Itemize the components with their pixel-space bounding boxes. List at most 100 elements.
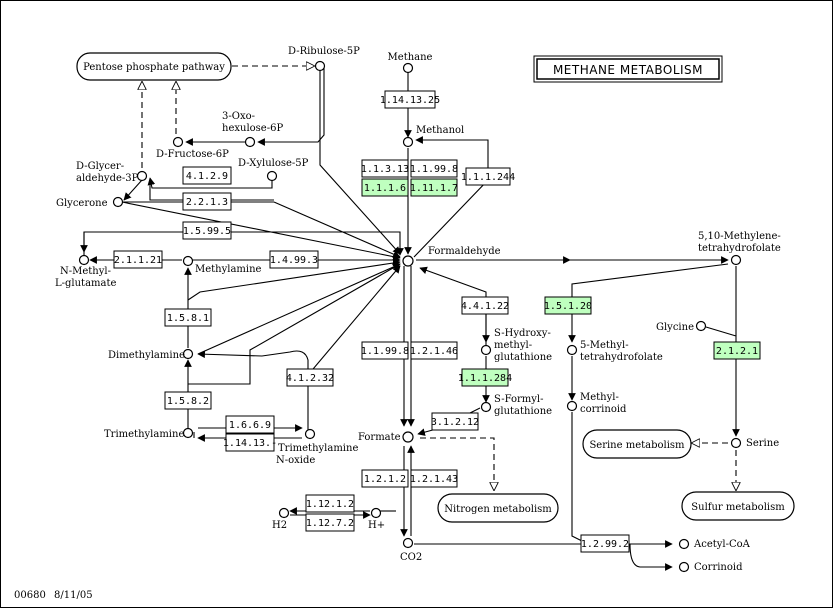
enzyme-1-1-99-8-b[interactable]: 1.1.99.8 bbox=[361, 341, 409, 360]
compound-methane[interactable]: Methane bbox=[388, 52, 433, 74]
svg-text:methyl-: methyl- bbox=[494, 340, 532, 351]
enzyme-1-2-1-46[interactable]: 1.2.1.46 bbox=[410, 341, 458, 360]
svg-text:Acetyl-CoA: Acetyl-CoA bbox=[693, 539, 751, 550]
svg-text:4.1.2.9: 4.1.2.9 bbox=[186, 171, 228, 182]
map-link-serine[interactable]: Serine metabolism bbox=[582, 429, 692, 459]
enzyme-1-2-99-2[interactable]: 1.2.99.2 bbox=[580, 534, 630, 553]
svg-text:5,10-Methylene-: 5,10-Methylene- bbox=[698, 231, 781, 242]
svg-text:Serine metabolism: Serine metabolism bbox=[589, 440, 685, 451]
diagram-footer: 00680 8/11/05 bbox=[14, 590, 93, 601]
map-link-nitrogen[interactable]: Nitrogen metabolism bbox=[437, 493, 559, 523]
svg-text:1.1.1.284: 1.1.1.284 bbox=[458, 373, 512, 384]
enzyme-1-2-1-2[interactable]: 1.2.1.2 bbox=[361, 469, 409, 488]
enzyme-1-5-8-1[interactable]: 1.5.8.1 bbox=[164, 308, 212, 327]
compound-h2[interactable]: H2 bbox=[272, 507, 290, 532]
compound-s-formylglutathione[interactable]: S-Formyl-glutathione bbox=[480, 394, 553, 417]
svg-text:1.12.1.2: 1.12.1.2 bbox=[306, 499, 354, 510]
compound-methanol[interactable]: Methanol bbox=[402, 125, 465, 148]
compound-corrinoid[interactable]: Corrinoid bbox=[678, 561, 744, 573]
enzyme-1-5-8-2[interactable]: 1.5.8.2 bbox=[164, 391, 212, 410]
svg-text:1.4.99.3: 1.4.99.3 bbox=[270, 255, 318, 266]
svg-text:1.1.1.6: 1.1.1.6 bbox=[364, 183, 406, 194]
enzyme-1-1-3-13[interactable]: 1.1.3.13 bbox=[361, 159, 409, 178]
compound-hplus[interactable]: H+ bbox=[368, 507, 385, 532]
svg-text:Methyl-: Methyl- bbox=[580, 392, 619, 403]
compound-glycine[interactable]: Glycine bbox=[656, 320, 707, 334]
enzyme-1-2-1-43[interactable]: 1.2.1.43 bbox=[410, 469, 458, 488]
compound-d-glyceraldehyde-3p[interactable]: D-Glycer-aldehyde-3P bbox=[76, 161, 148, 184]
enzyme-2-2-1-3[interactable]: 2.2.1.3 bbox=[182, 192, 232, 211]
svg-text:1.2.1.2: 1.2.1.2 bbox=[364, 474, 406, 485]
compound-dimethylamine[interactable]: Dimethylamine bbox=[108, 348, 194, 362]
compound-co2[interactable]: CO2 bbox=[400, 537, 422, 564]
compound-methyl-corrinoid[interactable]: Methyl-corrinoid bbox=[566, 392, 628, 415]
svg-text:Trimethylamine: Trimethylamine bbox=[104, 429, 184, 440]
compound-formate[interactable]: Formate bbox=[358, 431, 414, 443]
svg-text:1.14.13.25: 1.14.13.25 bbox=[380, 95, 440, 106]
enzyme-1-1-1-6[interactable]: 1.1.1.6 bbox=[361, 178, 409, 197]
enzyme-4-1-2-9[interactable]: 4.1.2.9 bbox=[182, 166, 232, 185]
compound-5-methyl-thf[interactable]: 5-Methyl-tetrahydrofolate bbox=[566, 340, 663, 363]
svg-text:2.1.2.1: 2.1.2.1 bbox=[716, 346, 758, 357]
svg-text:Methane: Methane bbox=[388, 52, 433, 63]
compound-d-ribulose-5p[interactable]: D-Ribulose-5P bbox=[288, 46, 360, 72]
enzyme-2-1-2-1[interactable]: 2.1.2.1 bbox=[713, 341, 761, 360]
enzyme-boxes: 1.14.13.25 1.1.3.13 1.1.99.8 1.1.1.6 1.1… bbox=[113, 90, 761, 553]
svg-text:H2: H2 bbox=[272, 520, 287, 531]
svg-text:Methanol: Methanol bbox=[416, 125, 464, 136]
compound-trimethylamine[interactable]: Trimethylamine bbox=[104, 427, 194, 441]
svg-text:Methylamine: Methylamine bbox=[195, 264, 262, 275]
svg-text:Formate: Formate bbox=[358, 432, 401, 443]
svg-text:N-oxide: N-oxide bbox=[276, 455, 315, 466]
compound-5-10-methylene-thf[interactable]: 5,10-Methylene-tetrahydrofolate bbox=[698, 231, 781, 266]
svg-text:1.1.3.13: 1.1.3.13 bbox=[361, 164, 409, 175]
enzyme-1-11-1-7[interactable]: 1.11.1.7 bbox=[410, 178, 458, 197]
enzyme-1-1-1-284[interactable]: 1.1.1.284 bbox=[458, 368, 512, 387]
enzyme-1-12-7-2[interactable]: 1.12.7.2 bbox=[305, 513, 355, 532]
enzyme-2-1-1-21[interactable]: 2.1.1.21 bbox=[113, 250, 163, 269]
enzyme-4-1-2-32[interactable]: 4.1.2.32 bbox=[286, 368, 334, 387]
svg-text:Sulfur metabolism: Sulfur metabolism bbox=[691, 502, 785, 513]
compound-s-hydroxymethylglutathione[interactable]: S-Hydroxy-methyl-glutathione bbox=[480, 328, 553, 363]
compound-d-fructose-6p[interactable]: D-Fructose-6P bbox=[156, 136, 229, 161]
enzyme-1-4-99-3[interactable]: 1.4.99.3 bbox=[269, 250, 319, 269]
footer-date: 8/11/05 bbox=[54, 590, 93, 601]
enzyme-1-14-13-25[interactable]: 1.14.13.25 bbox=[380, 90, 440, 109]
enzyme-1-1-1-244[interactable]: 1.1.1.244 bbox=[461, 167, 515, 186]
svg-text:H+: H+ bbox=[368, 520, 385, 531]
enzyme-1-12-1-2[interactable]: 1.12.1.2 bbox=[305, 494, 355, 513]
svg-text:Trimethylamine: Trimethylamine bbox=[278, 443, 358, 454]
svg-text:glutathione: glutathione bbox=[494, 406, 552, 417]
svg-text:tetrahydrofolate: tetrahydrofolate bbox=[698, 243, 781, 254]
svg-text:2.2.1.3: 2.2.1.3 bbox=[186, 197, 228, 208]
svg-text:3-Oxo-: 3-Oxo- bbox=[222, 111, 255, 122]
compound-3-oxo-hexulose-6p[interactable]: 3-Oxo-hexulose-6P bbox=[222, 111, 283, 148]
map-link-pentose[interactable]: Pentose phosphate pathway bbox=[76, 52, 232, 81]
reaction-lines bbox=[80, 66, 736, 571]
enzyme-1-14-13-x[interactable]: 1.14.13.- bbox=[223, 433, 277, 452]
enzyme-3-1-2-12[interactable]: 3.1.2.12 bbox=[431, 412, 479, 431]
compound-d-xylulose-5p[interactable]: D-Xylulose-5P bbox=[238, 158, 309, 182]
svg-text:1.6.6.9: 1.6.6.9 bbox=[229, 420, 271, 431]
compound-acetyl-coa[interactable]: Acetyl-CoA bbox=[678, 538, 751, 550]
svg-text:D-Fructose-6P: D-Fructose-6P bbox=[156, 149, 229, 160]
enzyme-1-6-6-9[interactable]: 1.6.6.9 bbox=[225, 415, 275, 434]
compound-methylamine[interactable]: Methylamine bbox=[182, 255, 262, 276]
svg-text:S-Hydroxy-: S-Hydroxy- bbox=[494, 328, 551, 339]
map-link-sulfur[interactable]: Sulfur metabolism bbox=[681, 491, 795, 521]
compound-glycerone[interactable]: Glycerone bbox=[56, 196, 124, 210]
compound-serine[interactable]: Serine bbox=[730, 437, 780, 449]
svg-text:D-Glycer-: D-Glycer- bbox=[76, 161, 124, 172]
compound-formaldehyde[interactable]: Formaldehyde bbox=[402, 246, 501, 267]
svg-text:1.1.99.8: 1.1.99.8 bbox=[410, 164, 458, 175]
enzyme-1-5-1-20[interactable]: 1.5.1.20 bbox=[544, 296, 592, 315]
compound-nodes: Methane Methanol Formaldehyde Formate CO… bbox=[55, 46, 781, 573]
enzyme-4-4-1-22[interactable]: 4.4.1.22 bbox=[461, 296, 509, 315]
enzyme-1-5-99-5[interactable]: 1.5.99.5 bbox=[182, 221, 232, 240]
enzyme-1-1-99-8-a[interactable]: 1.1.99.8 bbox=[410, 159, 458, 178]
compound-n-methyl-l-glutamate[interactable]: N-Methyl-L-glutamate bbox=[55, 254, 117, 290]
svg-text:Glycerone: Glycerone bbox=[56, 198, 108, 209]
